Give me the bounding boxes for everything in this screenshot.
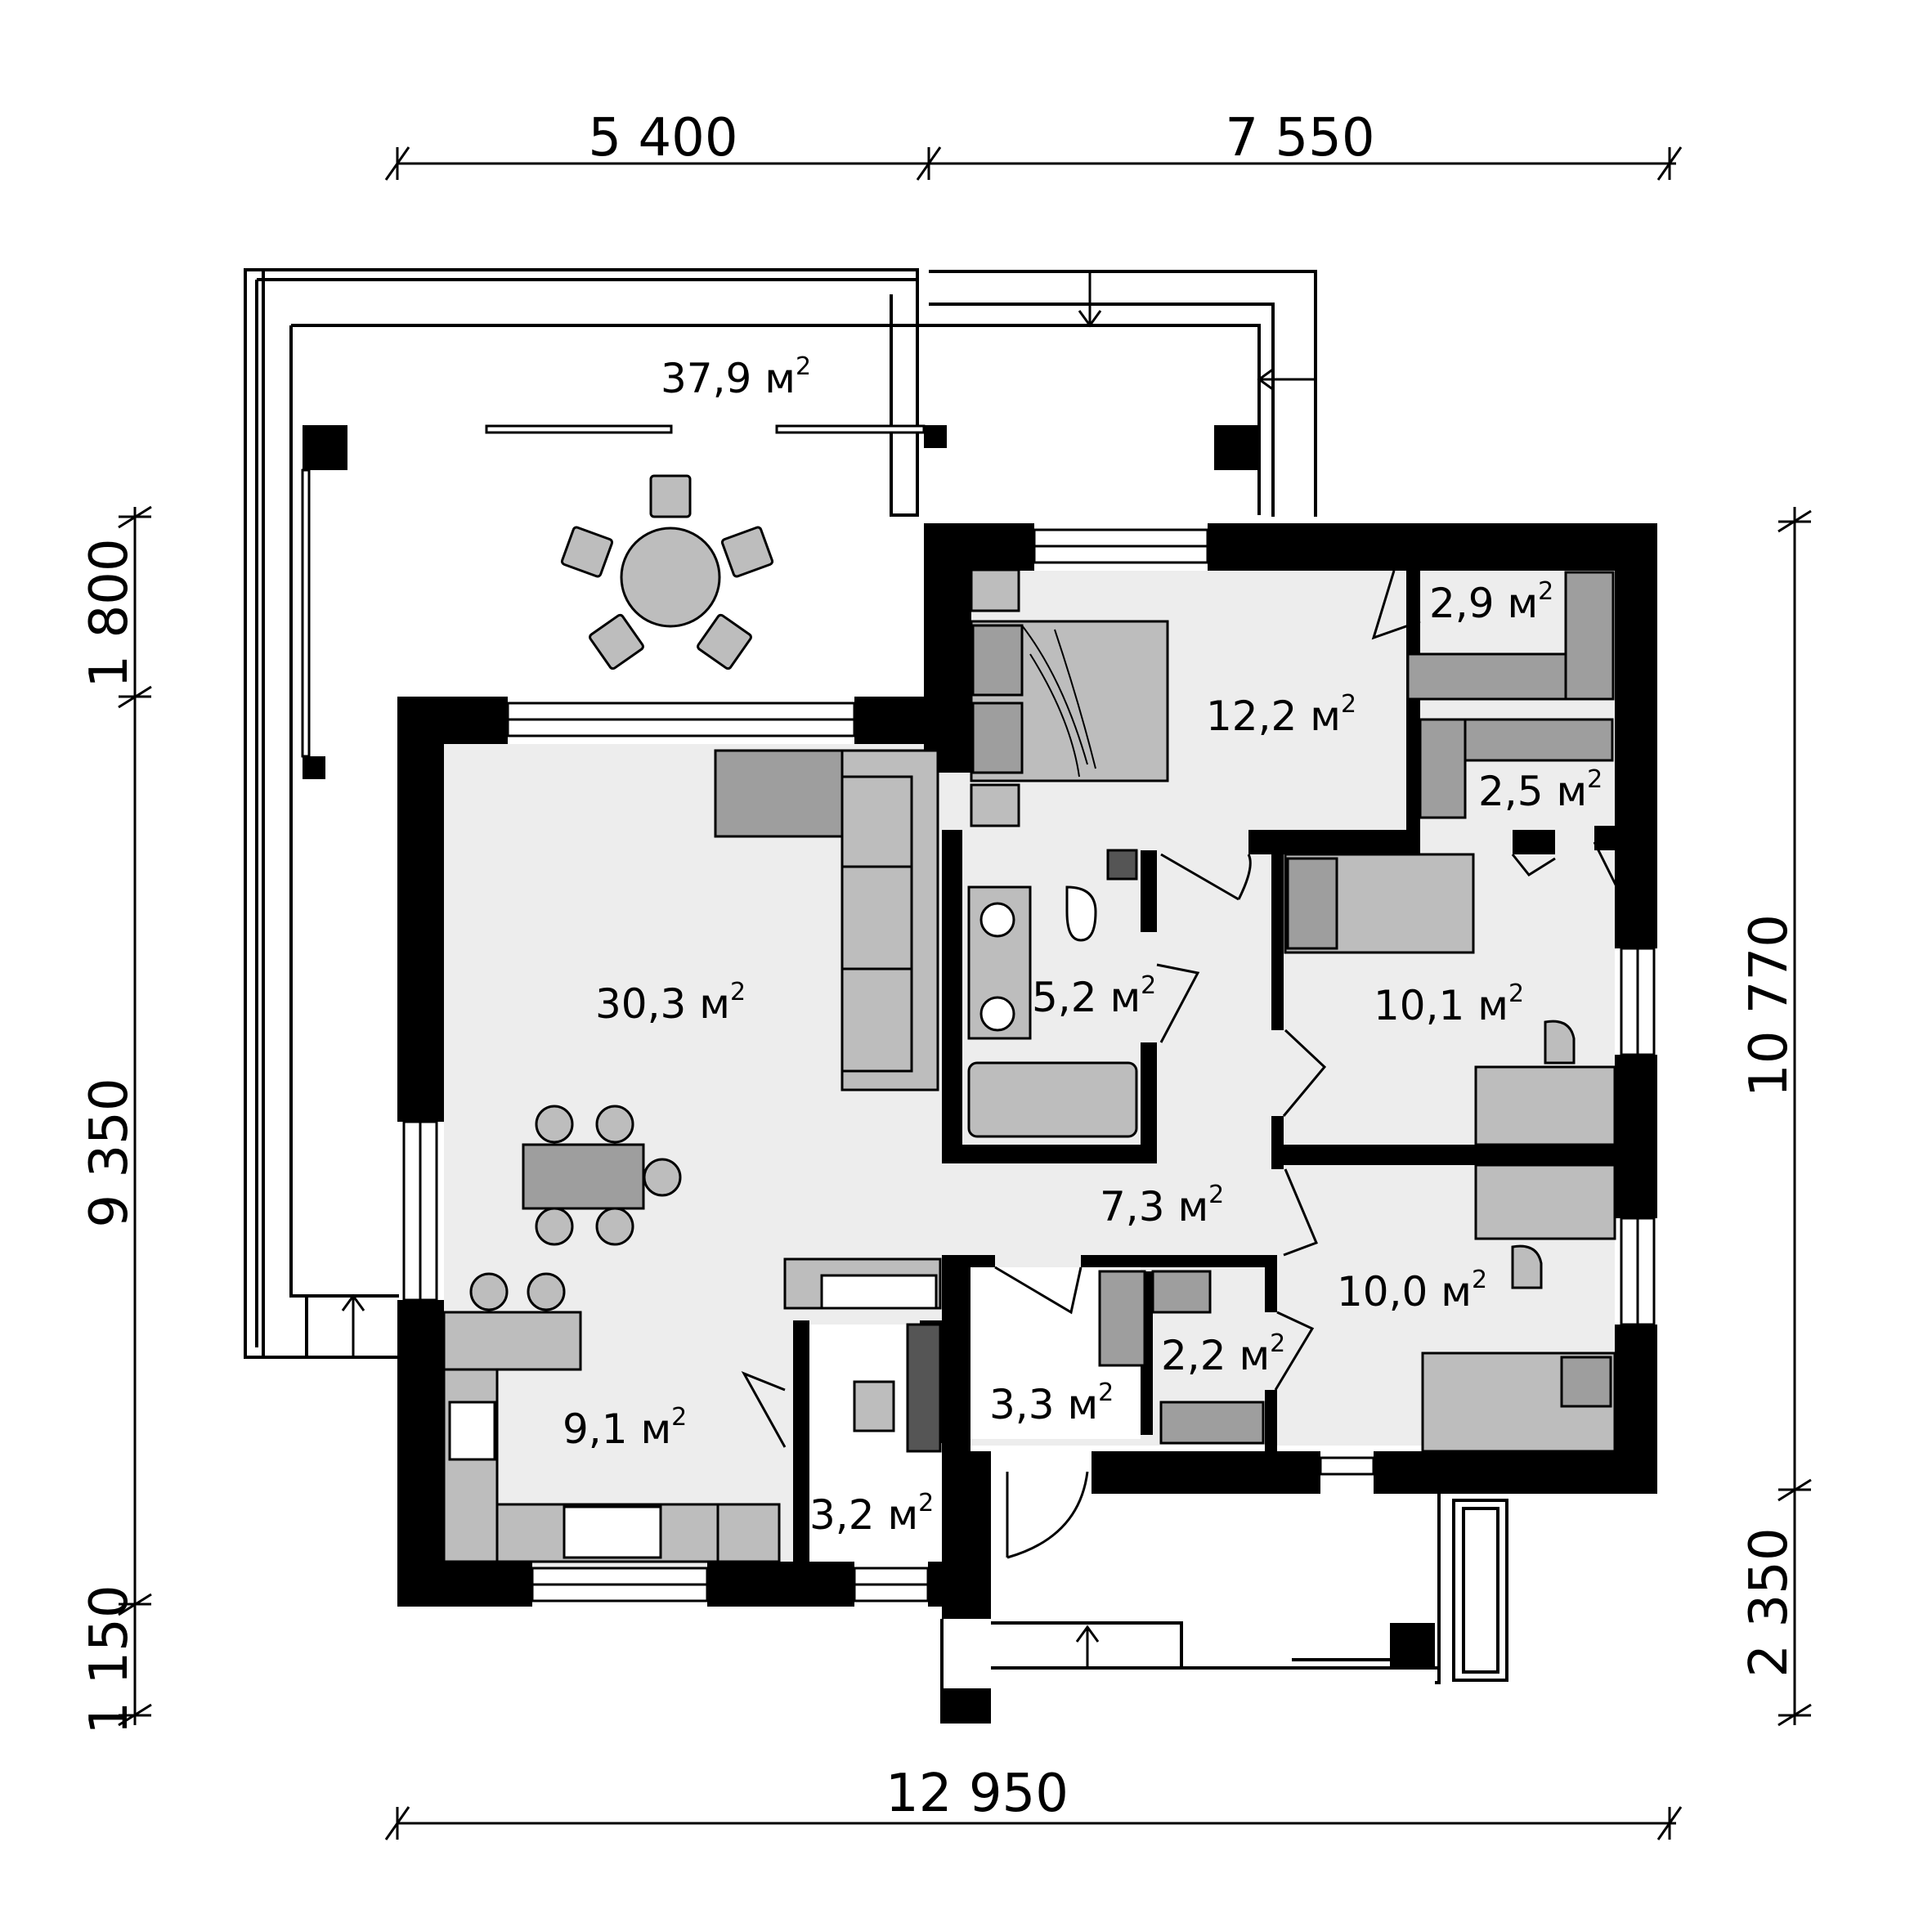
dim-top-right: 7 550	[1225, 108, 1374, 168]
wardrobe	[1464, 718, 1614, 762]
desk	[1474, 1065, 1616, 1146]
terrace-post	[303, 425, 347, 470]
area-wc: 3,2 м2	[809, 1489, 934, 1539]
kitchen-counter	[442, 1368, 499, 1563]
dim-right-bottom: 2 350	[1739, 1527, 1800, 1677]
wardrobe	[1564, 571, 1615, 701]
stove	[448, 1401, 496, 1461]
dimension-lines	[118, 146, 1812, 1840]
window	[853, 1567, 930, 1586]
sink	[563, 1505, 662, 1559]
area-kitchen: 9,1 м2	[563, 1403, 687, 1453]
window	[506, 702, 856, 721]
windows	[402, 528, 1656, 1603]
window	[419, 1120, 438, 1302]
dim-top-left: 5 400	[588, 108, 737, 168]
area-closet-mid: 2,5 м2	[1478, 765, 1603, 815]
dim-left-mid: 9 350	[79, 1078, 140, 1227]
room-labels: 37,9 м2 12,2 м2 2,9 м2 2,5 м2 30,3 м2 5,…	[563, 352, 1603, 1539]
walls	[397, 523, 1657, 1724]
area-terrace: 37,9 м2	[661, 352, 811, 402]
armchair	[714, 749, 844, 838]
furniture	[442, 568, 1616, 1563]
radiator	[1106, 849, 1138, 881]
nightstand	[970, 783, 1020, 827]
area-hall: 7,3 м2	[1100, 1181, 1224, 1230]
wardrobe	[1151, 1270, 1212, 1314]
area-vestibule: 3,3 м2	[989, 1378, 1114, 1428]
area-bedroom-2: 10,1 м2	[1374, 979, 1524, 1029]
wc-closet	[906, 1323, 942, 1453]
double-bed	[970, 620, 1169, 782]
dim-bottom: 12 950	[885, 1764, 1069, 1824]
entrance-porch	[940, 1471, 1508, 1724]
terrace-post	[1214, 425, 1259, 470]
toilet	[853, 1380, 895, 1432]
area-living: 30,3 м2	[595, 978, 746, 1028]
doors	[741, 570, 1620, 1448]
window	[1636, 1217, 1656, 1326]
wardrobe	[1159, 1401, 1265, 1445]
dim-left-bottom: 1 150	[79, 1585, 140, 1734]
window	[402, 1120, 422, 1302]
window	[531, 1567, 709, 1586]
dining-set	[522, 1105, 682, 1246]
nightstand	[970, 568, 1020, 612]
dim-right-top: 10 770	[1739, 914, 1800, 1097]
terrace	[244, 268, 1317, 1359]
terrace-post	[303, 756, 325, 779]
desk	[1474, 1163, 1616, 1240]
window	[506, 718, 856, 737]
wardrobe	[1098, 1270, 1146, 1367]
bathtub	[967, 1061, 1138, 1138]
area-bedroom-main: 12,2 м2	[1206, 690, 1356, 740]
area-closet-top: 2,9 м2	[1429, 577, 1553, 627]
dimension-labels: 5 400 7 550 12 950 1 800 9 350 1 150 10 …	[79, 108, 1800, 1824]
wardrobe	[1419, 718, 1467, 819]
window	[1636, 947, 1656, 1056]
area-closet-bottom: 2,2 м2	[1161, 1329, 1285, 1379]
fridge	[716, 1503, 781, 1563]
window	[1033, 528, 1209, 548]
area-bathroom: 5,2 м2	[1032, 971, 1156, 1021]
window	[853, 1583, 930, 1603]
dim-left-top: 1 800	[79, 538, 140, 688]
window	[1620, 1217, 1639, 1326]
kitchen-island	[442, 1311, 582, 1371]
terrace-table-set	[560, 474, 774, 670]
window	[1319, 1456, 1375, 1476]
terrace-post	[924, 425, 947, 448]
window	[1033, 545, 1209, 564]
window	[1620, 947, 1639, 1056]
area-bedroom-3: 10,0 м2	[1337, 1266, 1487, 1316]
window	[531, 1583, 709, 1603]
